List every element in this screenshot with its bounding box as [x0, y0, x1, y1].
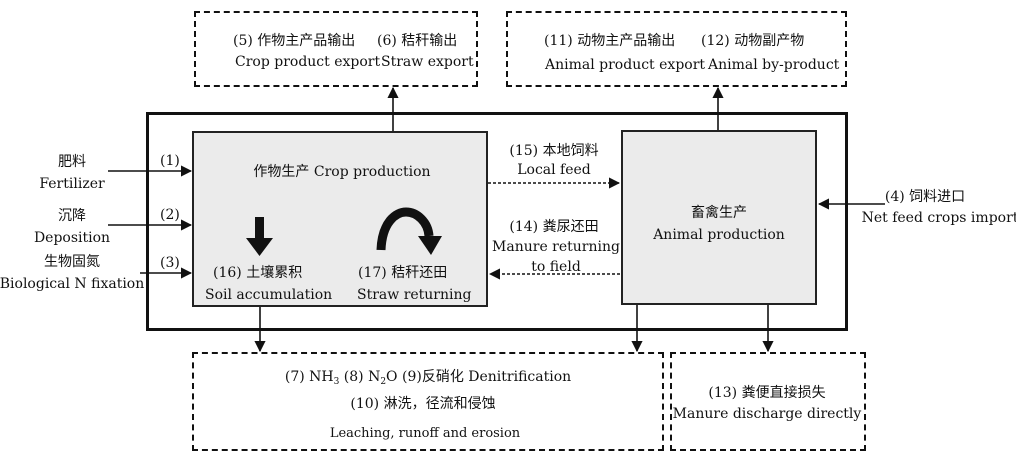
- losses-box: [192, 352, 664, 451]
- crop-production-box: [192, 131, 488, 307]
- losses-line-3: Leaching, runoff and erosion: [329, 426, 521, 441]
- nh3-subscript: 3: [333, 377, 340, 387]
- feed-import-cn: (4) 饲料进口: [884, 189, 966, 205]
- manure-returning-en-2: to field: [531, 259, 581, 275]
- animal-product-export-cn: (11) 动物主产品输出: [544, 33, 676, 49]
- manure-returning-en-1: Manure returning: [492, 239, 620, 255]
- straw-returning-curved-icon: [376, 207, 442, 255]
- losses-line-2: (10) 淋洗，径流和侵蚀: [350, 396, 496, 412]
- crop-export-box: [194, 11, 478, 87]
- soil-accumulation-en: Soil accumulation: [205, 287, 333, 303]
- animal-production-box: [621, 130, 817, 305]
- animal-production-en: Animal production: [653, 227, 785, 243]
- fertilizer-en: Fertilizer: [39, 176, 105, 192]
- animal-production-cn: 畜禽生产: [691, 205, 747, 221]
- straw-export-cn: (6) 秸秆输出: [377, 33, 458, 49]
- soil-accumulation-cn: (16) 土壤累积: [213, 265, 303, 281]
- n2o-subscript: 2: [380, 377, 387, 387]
- input-3-number: (3): [160, 255, 180, 271]
- soil-accumulation-down-icon: [246, 217, 273, 256]
- straw-returning-en: Straw returning: [357, 287, 472, 303]
- straw-returning-cn: (17) 秸秆还田: [358, 265, 448, 281]
- animal-product-export-en: Animal product export: [545, 57, 706, 73]
- nh3-label: (7) NH: [284, 369, 334, 385]
- manure-discharge-en: Manure discharge directly: [672, 406, 862, 422]
- biological-n-fixation-en: Biological N fixation: [0, 276, 145, 292]
- local-feed-en: Local feed: [517, 162, 591, 178]
- animal-byproduct-en: Animal by-product: [708, 57, 840, 73]
- feed-import-en: Net feed crops import: [861, 210, 1016, 226]
- manure-discharge-cn: (13) 粪便直接损失: [708, 385, 826, 401]
- input-2-number: (2): [160, 207, 180, 223]
- animal-byproduct-cn: (12) 动物副产物: [701, 33, 805, 49]
- straw-export-en: Straw export: [381, 54, 474, 70]
- deposition-en: Deposition: [33, 230, 111, 246]
- crop-product-export-en: Crop product export: [235, 54, 381, 70]
- input-1-number: (1): [160, 153, 180, 169]
- losses-line-1: (7) NH3 (8) N2O (9)反硝化 Denitrification: [284, 369, 572, 387]
- manure-discharge-box: [670, 352, 866, 451]
- crop-product-export-cn: (5) 作物主产品输出: [233, 33, 356, 49]
- n2o-label: (8) N: [339, 369, 381, 385]
- local-feed-cn: (15) 本地饲料: [509, 143, 599, 159]
- deposition-cn: 沉降: [58, 208, 86, 224]
- animal-export-box: [506, 11, 847, 87]
- manure-returning-cn: (14) 粪尿还田: [509, 219, 599, 235]
- fertilizer-cn: 肥料: [58, 154, 86, 170]
- denitrification-label: O (9)反硝化 Denitrification: [386, 369, 572, 385]
- system-boundary: [146, 112, 848, 331]
- crop-production-label: 作物生产 Crop production: [253, 164, 431, 180]
- biological-n-fixation-cn: 生物固氮: [44, 254, 100, 270]
